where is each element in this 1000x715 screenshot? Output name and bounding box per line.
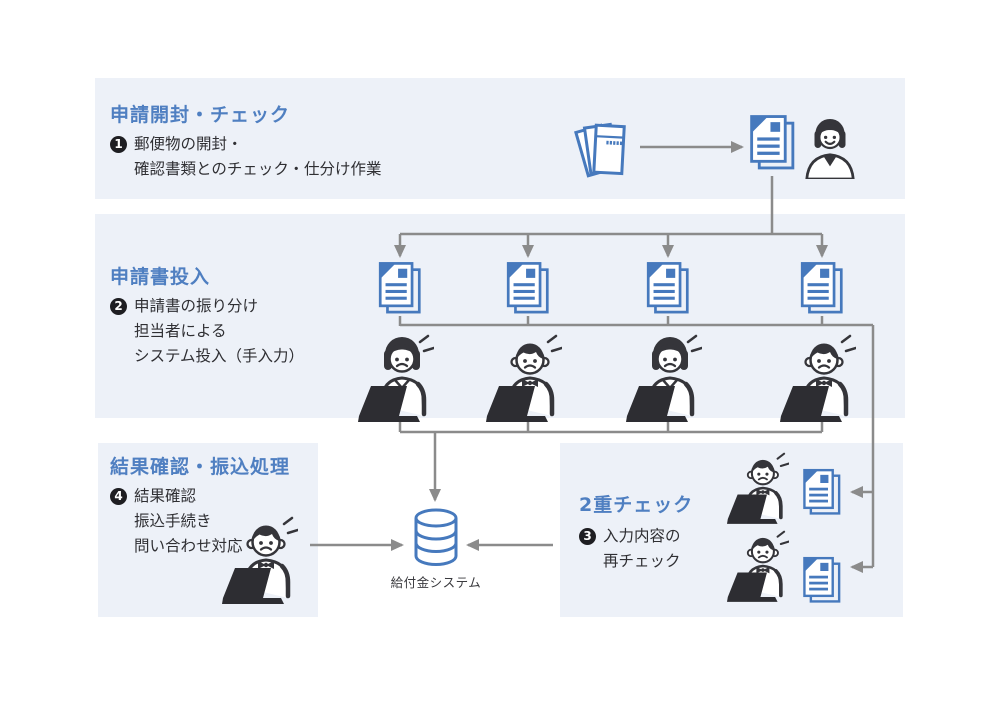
section-result-transfer-title: 結果確認・振込処理 [110,456,291,478]
staff-woman-icon [799,117,861,179]
section-double-check-desc: 3 入力内容の 再チェック [579,524,681,574]
document-stack-icon [749,114,796,171]
step-2-badge: 2 [110,298,127,315]
step-2-line-3: システム投入（手入力） [134,347,305,365]
panel-form-input [95,214,905,418]
worker-man-laptop-icon [727,530,789,602]
step-3-line-1: 3 入力内容の [579,524,681,549]
worker-man-laptop-icon [222,516,298,604]
document-stack-icon [799,261,845,315]
step-3-line-2: 再チェック [603,552,681,570]
step-3-badge: 3 [579,528,596,545]
database-icon [413,508,459,566]
worker-man-laptop-icon [486,334,562,422]
document-stack-icon [645,261,691,315]
step-2-line-1: 2 申請書の振り分け [110,294,304,319]
database-label: 給付金システム [390,575,482,590]
step-3-text-1: 入力内容の [603,527,681,545]
section-result-transfer-desc: 4 結果確認 振込手続き 問い合わせ対応 [110,484,243,559]
step-4-badge: 4 [110,488,127,505]
step-1-line-2: 確認書類とのチェック・仕分け作業 [134,160,382,178]
step-4-line-3: 問い合わせ対応 [134,537,243,555]
section-open-check-desc: 1 郵便物の開封・ 確認書類とのチェック・仕分け作業 [110,132,382,182]
worker-man-laptop-icon [780,334,856,422]
worker-man-laptop-icon [727,452,789,524]
section-form-input-title: 申請書投入 [110,266,211,288]
document-stack-icon [505,261,551,315]
step-4-line-1: 4 結果確認 [110,484,243,509]
step-1-text-1: 郵便物の開封・ [134,135,243,153]
step-1-line-1: 1 郵便物の開封・ [110,132,382,157]
document-stack-icon [802,468,842,516]
section-double-check-title: 2重チェック [579,494,694,516]
worker-woman-laptop-icon [626,334,702,422]
document-stack-icon [377,261,423,315]
step-1-badge: 1 [110,136,127,153]
worker-woman-laptop-icon [358,334,434,422]
step-4-text-1: 結果確認 [134,487,197,505]
step-2-line-2: 担当者による [134,322,227,340]
document-stack-icon [802,556,842,604]
section-open-check-title: 申請開封・チェック [110,104,291,126]
envelope-stack-icon [573,116,635,180]
step-2-text-1: 申請書の振り分け [134,297,259,315]
step-4-line-2: 振込手続き [134,512,212,530]
section-form-input-desc: 2 申請書の振り分け 担当者による システム投入（手入力） [110,294,304,369]
